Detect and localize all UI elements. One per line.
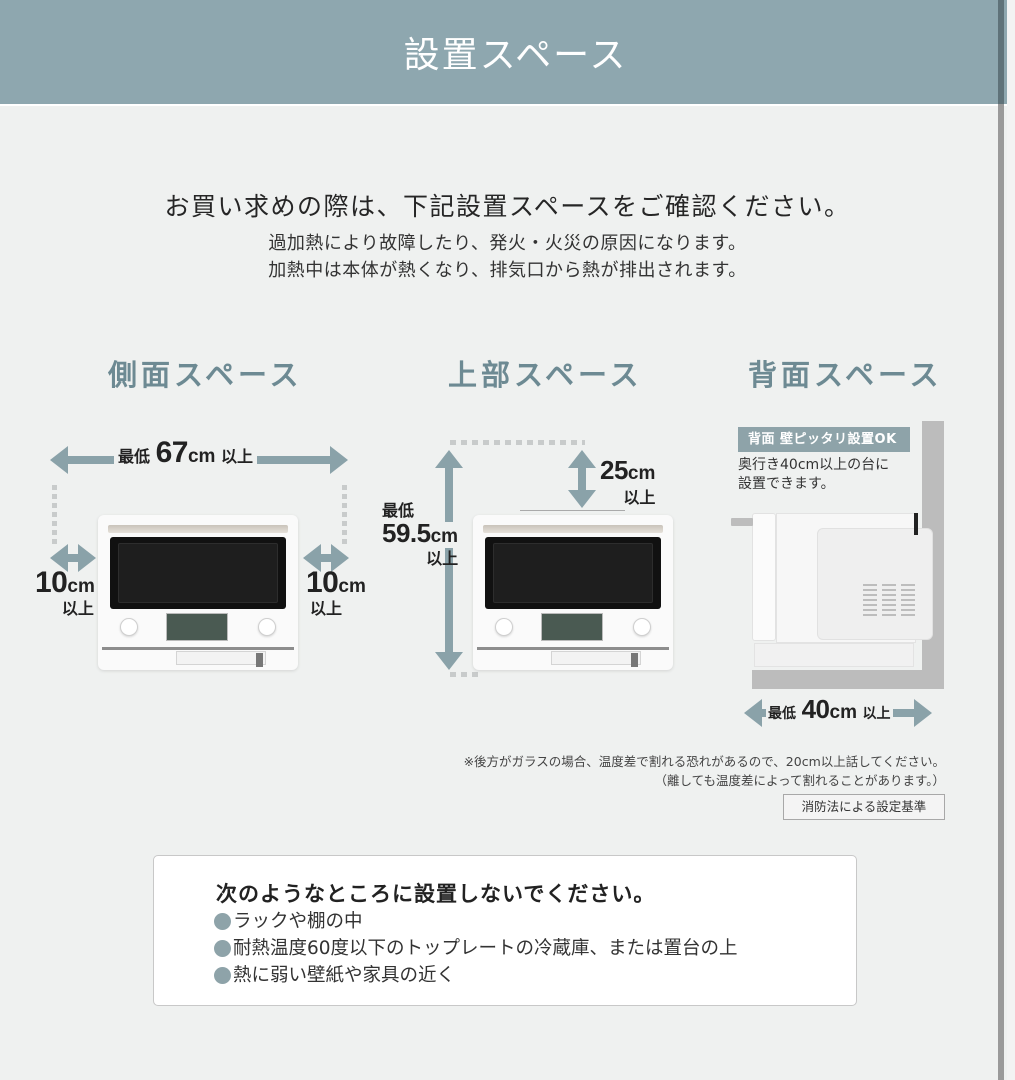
scrollbar-thumb[interactable]	[998, 0, 1004, 104]
warning-box: 次のようなところに設置しないでください。 ラックや棚の中 耐熱温度60度以下のト…	[153, 855, 857, 1006]
page-title: 設置スペース	[403, 35, 628, 76]
warning-list: ラックや棚の中 耐熱温度60度以下のトップレートの冷蔵庫、または置台の上 熱に弱…	[214, 908, 738, 989]
arrow-left-icon	[744, 699, 762, 727]
arrow-right-icon	[914, 699, 932, 727]
back-desc: 奥行き40cm以上の台に 設置できます。	[738, 457, 890, 492]
bullet-icon	[214, 913, 231, 930]
oven-front-image	[473, 515, 673, 670]
arrow-down-icon	[435, 652, 463, 670]
arrow-left-icon	[50, 446, 68, 474]
bullet-icon	[214, 940, 231, 957]
stand-surface	[752, 670, 944, 689]
dotted-guide	[450, 672, 480, 677]
side-right-label: 10cm 以上	[306, 566, 366, 619]
dial-icon	[633, 618, 651, 636]
top-space-title: 上部スペース	[448, 358, 643, 392]
list-item: 耐熱温度60度以下のトップレートの冷蔵庫、または置台の上	[214, 935, 738, 962]
intro-sub-1: 過加熱により故障したり、発火・火災の原因になります。	[268, 233, 747, 254]
arrow-up-icon	[435, 450, 463, 468]
dial-icon	[120, 618, 138, 636]
fire-law-standard-label: 消防法による設定基準	[783, 794, 945, 820]
display-panel	[166, 613, 228, 641]
side-left-label: 10cm 以上	[35, 566, 95, 619]
display-panel	[541, 613, 603, 641]
bullet-icon	[214, 967, 231, 984]
arrow-right-icon	[78, 544, 96, 572]
top-clearance-label: 25cm 以上	[600, 455, 656, 507]
arrow-left-icon	[50, 544, 68, 572]
header-divider	[0, 104, 1015, 106]
arrow-right-icon	[331, 544, 349, 572]
intro-sub-2: 加熱中は本体が熱くなり、排気口から熱が排出されます。	[268, 260, 747, 281]
oven-front-image	[98, 515, 298, 670]
intro-heading: お買い求めの際は、下記設置スペースをご確認ください。	[164, 192, 851, 221]
arrow-up-icon	[568, 450, 596, 468]
glass-note: ※後方がガラスの場合、温度差で割れる恐れがあるので、20cm以上話してください。…	[463, 754, 945, 788]
warning-title: 次のようなところに設置しないでください。	[216, 882, 656, 906]
side-space-title: 側面スペース	[108, 358, 303, 392]
list-item: ラックや棚の中	[214, 908, 738, 935]
oven-side-image	[731, 513, 933, 668]
dotted-guide	[342, 485, 347, 545]
list-item: 熱に弱い壁紙や家具の近く	[214, 962, 738, 989]
right-edge	[1007, 0, 1015, 1080]
dotted-guide	[450, 440, 585, 445]
intro-block: お買い求めの際は、下記設置スペースをご確認ください。 過加熱により故障したり、発…	[0, 190, 1015, 284]
page-header: 設置スペース	[0, 0, 1015, 104]
back-space-title: 背面スペース	[748, 358, 943, 392]
scrollbar-track[interactable]	[998, 0, 1004, 1080]
wall-ok-badge: 背面 壁ピッタリ設置OK	[738, 427, 910, 452]
back-depth-label: 最低 40cm 以上	[766, 694, 893, 724]
dial-icon	[495, 618, 513, 636]
dial-icon	[258, 618, 276, 636]
arrow-right-icon	[330, 446, 348, 474]
side-total-label: 最低 67cm 以上	[114, 436, 258, 470]
top-total-label: 最低 59.5cm 以上	[382, 501, 459, 568]
dotted-guide	[52, 485, 57, 545]
arrow-left-icon	[303, 544, 321, 572]
arrow-down-icon	[568, 490, 596, 508]
